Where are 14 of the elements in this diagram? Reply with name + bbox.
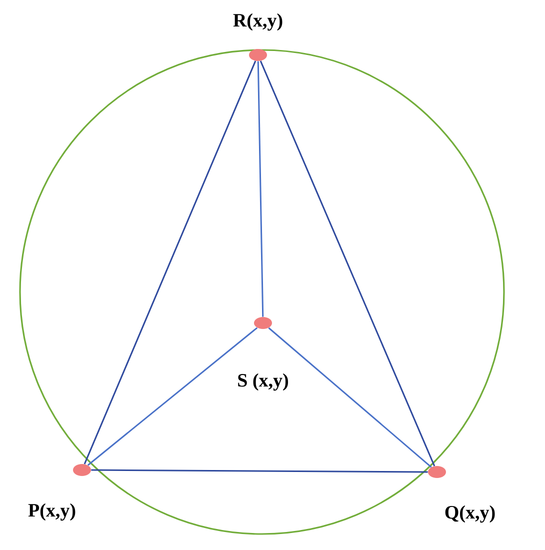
point-dot	[73, 464, 91, 476]
point-dot	[249, 49, 267, 61]
point-label: P(x,y)	[28, 503, 76, 521]
line-segment	[87, 327, 258, 466]
point-label: S (x,y)	[238, 373, 288, 391]
line-segment	[268, 327, 432, 468]
line-segment	[257, 61, 264, 317]
point-dot	[428, 466, 446, 478]
point-dot	[254, 317, 272, 329]
point-label: R(x,y)	[233, 13, 282, 31]
line-segment	[84, 60, 256, 464]
line-segment	[260, 60, 436, 466]
point-label: Q(x,y)	[445, 505, 495, 523]
line-segment	[91, 469, 428, 473]
